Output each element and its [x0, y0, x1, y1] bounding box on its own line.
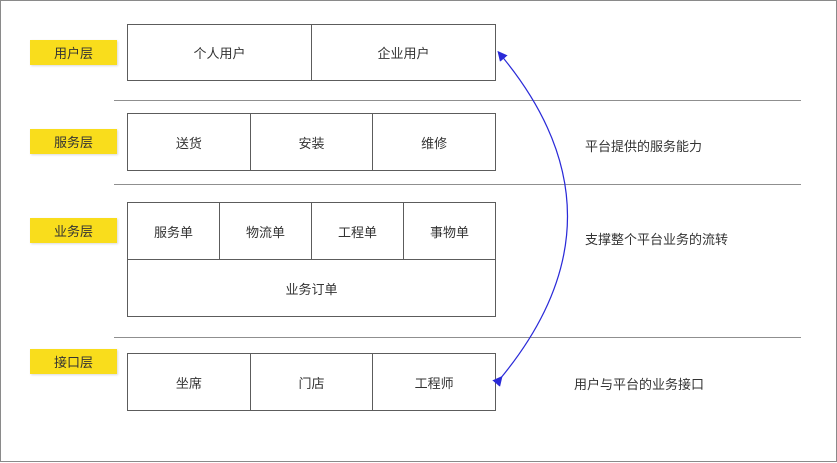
business-layer-bottom-box: 业务订单	[127, 259, 496, 317]
divider-business-interface	[114, 337, 801, 338]
divider-user-service	[114, 100, 801, 101]
cell-store: 门店	[251, 354, 374, 410]
cell-business-order: 业务订单	[285, 282, 338, 298]
cell-agent-seat: 坐席	[128, 354, 251, 410]
layer-tag-label: 接口层	[53, 356, 93, 371]
divider-service-business	[114, 184, 801, 185]
user-layer-box: 个人用户 企业用户	[127, 24, 496, 81]
business-layer-top-box: 服务单 物流单 工程单 事物单	[127, 202, 496, 260]
service-layer-note: 平台提供的服务能力	[585, 140, 703, 155]
layer-tag-label: 业务层	[53, 225, 93, 240]
layer-tag-label: 用户层	[53, 47, 93, 62]
layer-tag-label: 服务层	[53, 136, 93, 151]
layer-tag-user: 用户层	[30, 40, 117, 65]
flow-arrow-curve	[492, 50, 569, 387]
cell-engineer: 工程师	[414, 376, 454, 392]
cell-installation: 安装	[251, 114, 374, 170]
cell-service-order: 服务单	[128, 203, 220, 260]
layer-tag-service: 服务层	[30, 129, 117, 154]
cell-personal-user: 个人用户	[128, 25, 312, 80]
layer-tag-interface: 接口层	[30, 349, 117, 374]
layer-tag-business: 业务层	[30, 218, 117, 243]
cell-delivery: 送货	[128, 114, 251, 170]
cell-repair: 维修	[421, 136, 448, 152]
interface-layer-note: 用户与平台的业务接口	[574, 378, 705, 393]
cell-engineering-order: 工程单	[312, 203, 404, 260]
business-layer-note: 支撑整个平台业务的流转	[585, 233, 729, 248]
interface-layer-box: 坐席 门店 工程师	[127, 353, 496, 411]
cell-enterprise-user: 企业用户	[377, 47, 430, 62]
cell-affair-order: 事物单	[429, 226, 469, 241]
service-layer-box: 送货 安装 维修	[127, 113, 496, 171]
cell-logistics-order: 物流单	[220, 203, 312, 260]
